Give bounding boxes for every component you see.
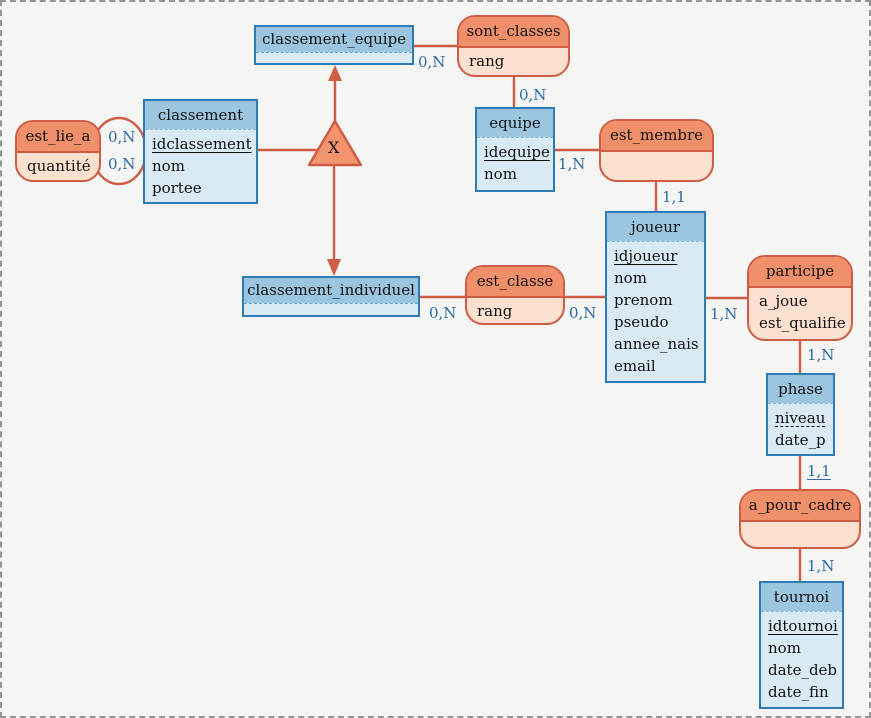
association-name: est_lie_a: [17, 122, 99, 151]
inheritance-symbol-label: X: [328, 138, 340, 157]
cardinality-label: 0,N: [569, 304, 597, 322]
entity-name: phase: [768, 375, 833, 403]
cardinality-label: 0,N: [108, 128, 136, 146]
entity-phase: phase niveau date_p: [766, 373, 835, 456]
association-a-pour-cadre: a_pour_cadre: [739, 489, 861, 549]
cardinality-label: 0,N: [108, 155, 136, 173]
association-attribute: est_qualifie: [759, 314, 846, 332]
cardinality-label: 1,1: [662, 188, 686, 206]
association-attribute: rang: [469, 52, 505, 70]
association-name: a_pour_cadre: [741, 491, 859, 520]
entity-attribute: pseudo: [614, 313, 669, 331]
cardinality-label-identifying: 1,1: [807, 462, 831, 480]
entity-attribute: email: [614, 357, 656, 375]
entity-name: tournoi: [761, 583, 842, 611]
association-participe: participe a_joue est_qualifie: [747, 255, 853, 341]
entity-attribute: nom: [614, 269, 647, 287]
cardinality-label: 0,N: [429, 304, 457, 322]
association-attribute: rang: [477, 302, 513, 320]
arrowhead-up-icon: [328, 65, 342, 81]
cardinality-label: 1,N: [807, 557, 835, 575]
cardinality-label: 1,N: [710, 305, 738, 323]
arrowhead-down-icon: [327, 259, 341, 276]
inheritance-triangle: [307, 119, 363, 167]
entity-classement: classement idclassement nom portee: [143, 99, 258, 204]
association-sont-classes: sont_classes rang: [457, 15, 570, 77]
entity-attribute: nom: [768, 639, 801, 657]
association-est-membre: est_membre: [599, 119, 714, 182]
entity-attribute: date_fin: [768, 683, 829, 701]
entity-name: classement_individuel: [244, 278, 418, 303]
empty-attribute-strip: [256, 52, 412, 64]
cardinality-label: 0,N: [519, 86, 547, 104]
entity-joueur: joueur idjoueur nom prenom pseudo annee_…: [605, 211, 706, 383]
cardinality-label: 0,N: [418, 53, 446, 71]
entity-name: joueur: [607, 213, 704, 241]
entity-name: equipe: [477, 109, 553, 137]
entity-tournoi: tournoi idtournoi nom date_deb date_fin: [759, 581, 844, 709]
entity-attribute: nom: [484, 165, 517, 183]
cardinality-label: 1,N: [558, 155, 586, 173]
entity-name: classement_equipe: [256, 27, 412, 52]
entity-attribute-key: idjoueur: [614, 247, 678, 265]
entity-classement-individuel: classement_individuel: [242, 276, 420, 317]
association-est-lie-a: est_lie_a quantité: [15, 120, 101, 182]
entity-attribute-key: idtournoi: [768, 617, 838, 635]
entity-attribute: annee_nais: [614, 335, 699, 353]
association-name: participe: [749, 257, 851, 286]
entity-attribute: prenom: [614, 291, 673, 309]
association-est-classe: est_classe rang: [465, 265, 565, 325]
association-attribute: a_joue: [759, 292, 808, 310]
entity-attribute: portee: [152, 179, 202, 197]
entity-classement-equipe: classement_equipe: [254, 25, 414, 65]
entity-attribute-weak-key: niveau: [775, 409, 826, 427]
association-attribute: quantité: [27, 157, 91, 175]
cardinality-label: 1,N: [807, 346, 835, 364]
entity-attribute: date_deb: [768, 661, 838, 679]
association-name: est_classe: [467, 267, 563, 296]
entity-name: classement: [145, 101, 256, 129]
entity-attribute: nom: [152, 157, 185, 175]
entity-attribute-key: idclassement: [152, 135, 252, 153]
entity-attribute: date_p: [775, 431, 826, 449]
empty-attribute-strip: [244, 303, 418, 315]
entity-equipe: equipe idequipe nom: [475, 107, 555, 192]
association-name: sont_classes: [459, 17, 568, 46]
entity-attribute-key: idequipe: [484, 143, 550, 161]
association-name: est_membre: [601, 121, 712, 150]
